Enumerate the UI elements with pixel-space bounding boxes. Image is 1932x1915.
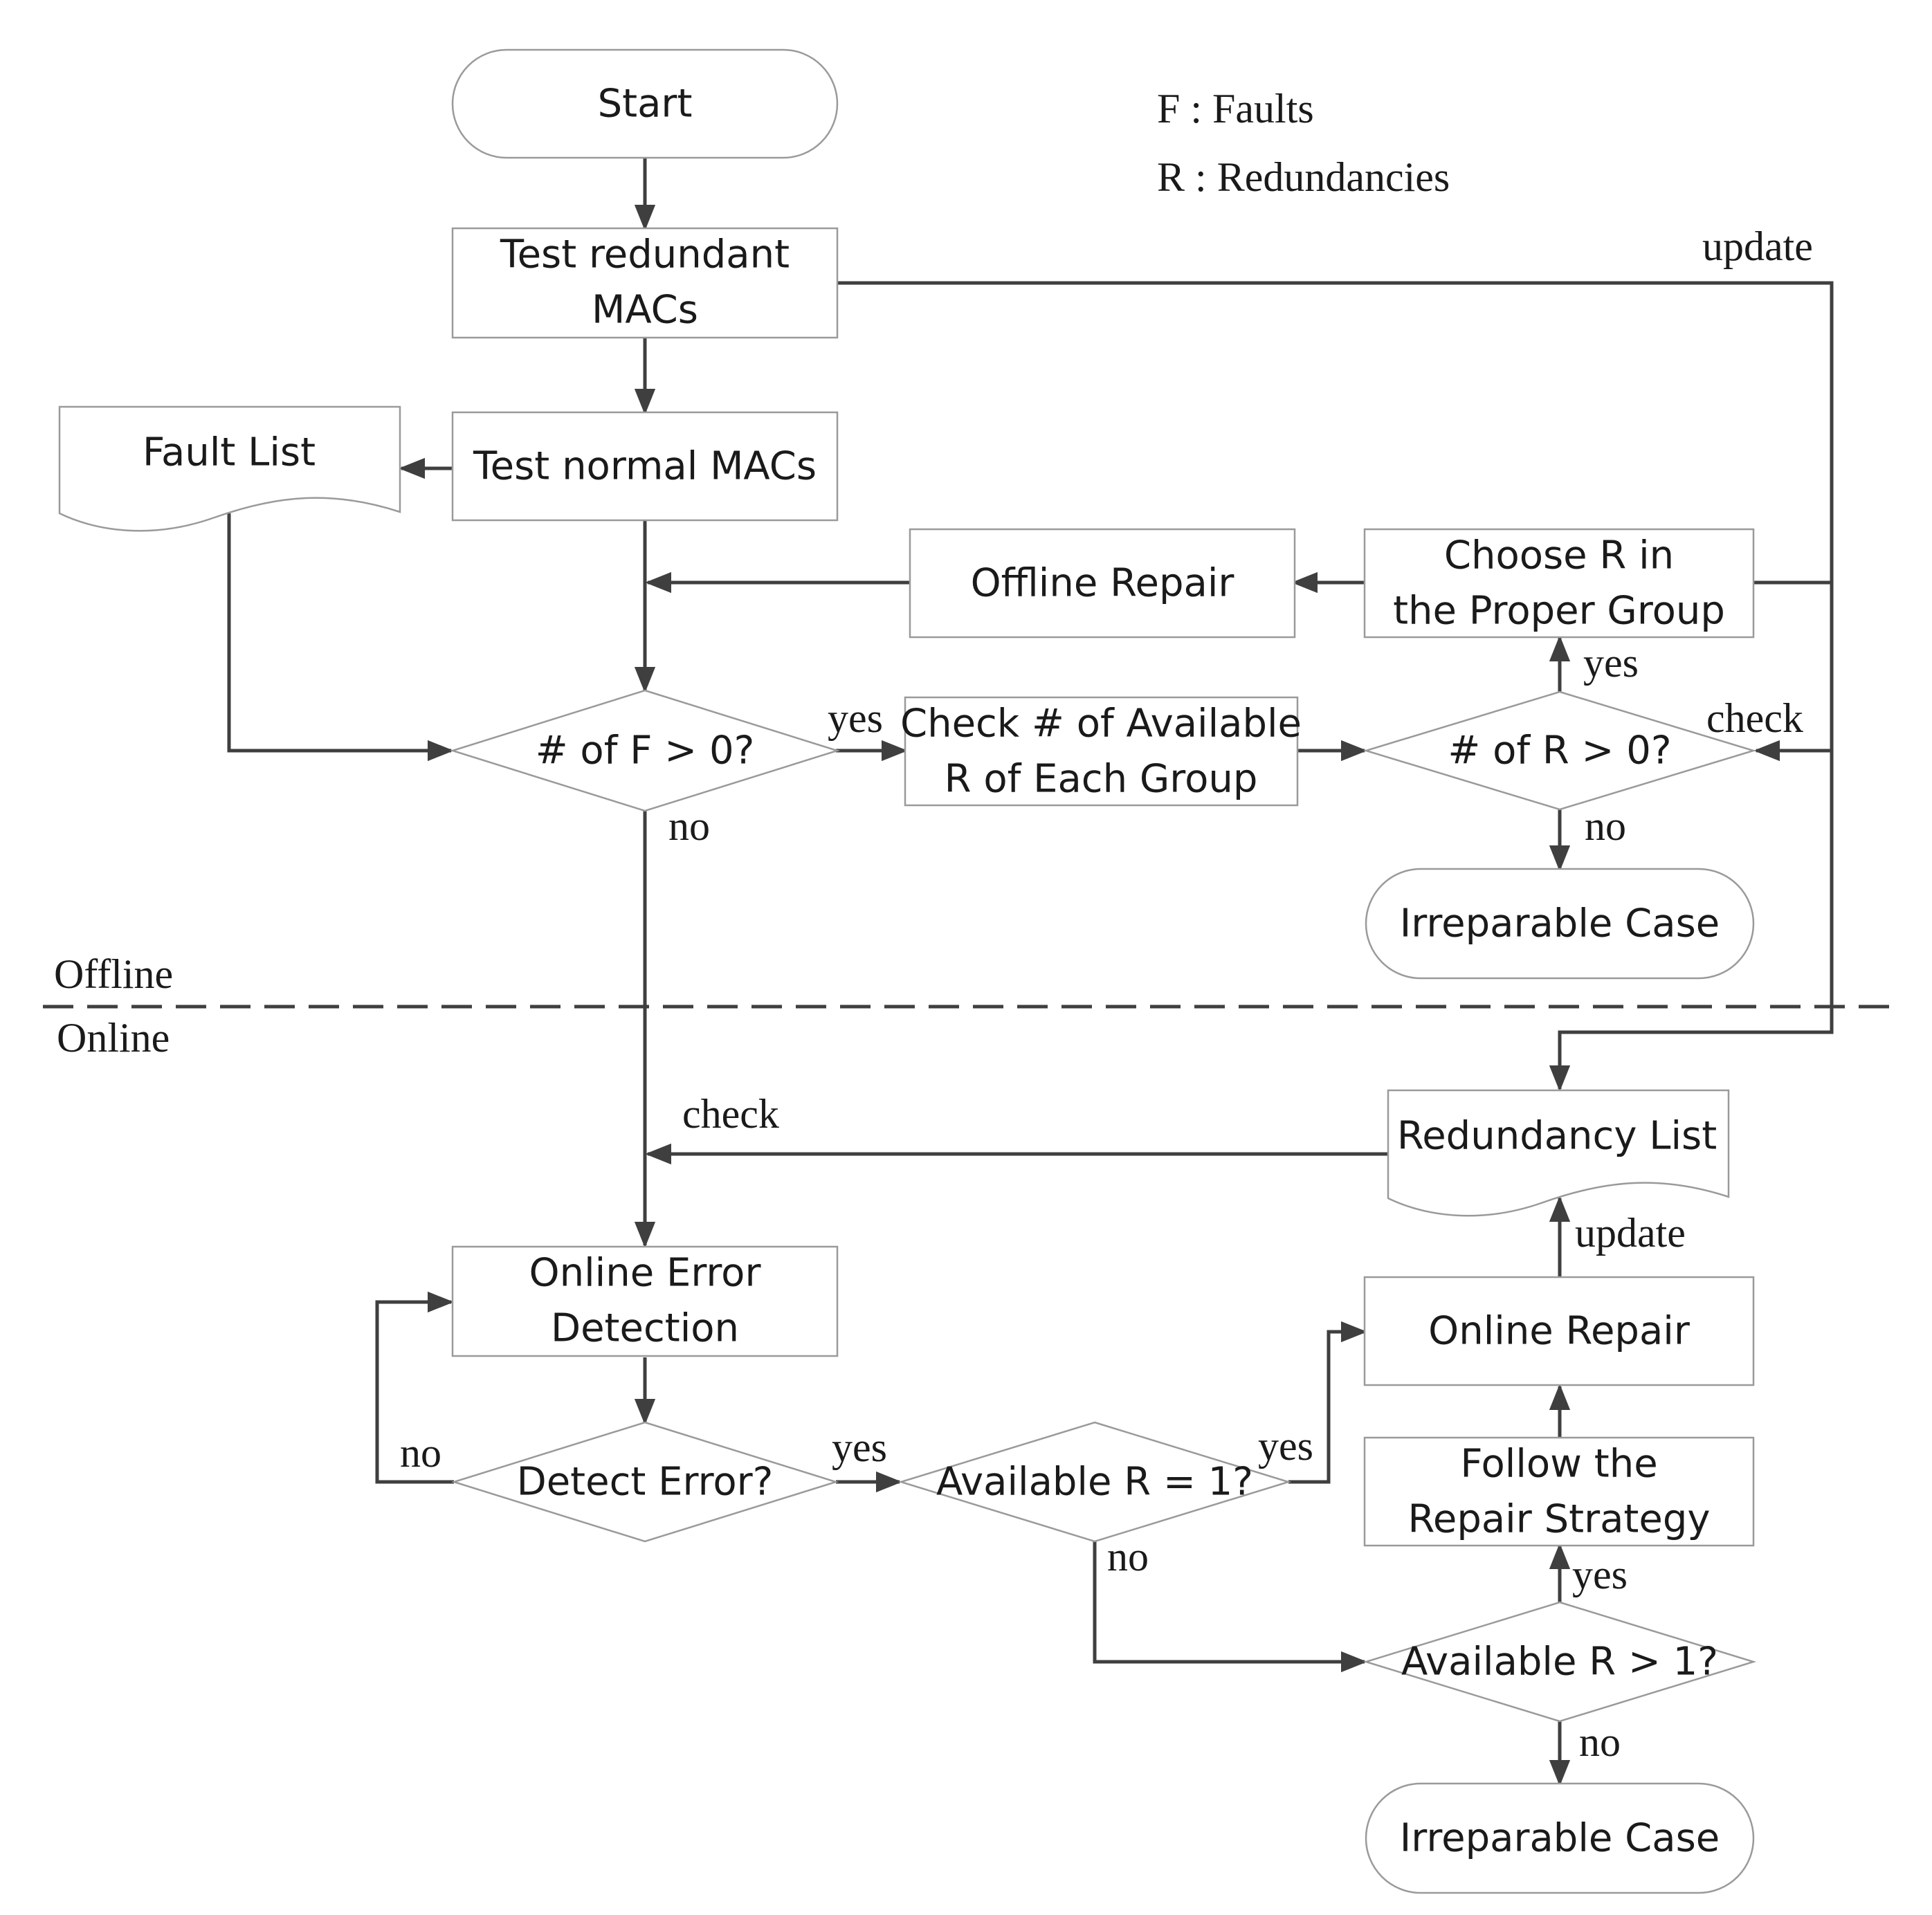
- check-available-process: Check # of Available R of Each Group: [900, 696, 1302, 807]
- edge-label-no-avail-eq-1: no: [1107, 1534, 1149, 1579]
- choose-r-line2: the Proper Group: [1393, 589, 1725, 634]
- edge-label-no-f: no: [668, 803, 710, 849]
- follow-line2: Repair Strategy: [1407, 1497, 1710, 1542]
- legend-redundancies: R : Redundancies: [1157, 154, 1450, 200]
- test-redundant-line2: MACs: [592, 288, 698, 333]
- fault-list-label: Fault List: [143, 430, 316, 475]
- test-redundant-line1: Test redundant: [500, 232, 790, 277]
- offline-repair-label: Offline Repair: [971, 561, 1235, 606]
- edge-label-no-r: no: [1585, 803, 1626, 849]
- connectors: [227, 158, 1834, 1786]
- follow-line1: Follow the: [1460, 1442, 1657, 1487]
- redundancies-decision-label: # of R > 0?: [1448, 729, 1671, 773]
- online-error-line1: Online Error: [529, 1251, 762, 1296]
- check-available-line1: Check # of Available: [900, 702, 1302, 746]
- edge-label-check-right: check: [1706, 695, 1803, 741]
- edge-label-check-redundancy: check: [682, 1091, 779, 1137]
- detect-error-decision: Detect Error?: [450, 1421, 839, 1543]
- arrow-detect-error-no-loop: [375, 1291, 454, 1484]
- fault-list-document: Fault List: [58, 405, 401, 532]
- available-r-equals-one-label: Available R = 1?: [936, 1460, 1253, 1505]
- redundancy-list-label: Redundancy List: [1397, 1114, 1717, 1159]
- edge-label-yes-avail-gt-1: yes: [1572, 1552, 1628, 1597]
- legend-faults: F : Faults: [1157, 86, 1314, 131]
- test-redundant-macs-process: Test redundant MACs: [451, 227, 839, 339]
- irreparable-offline-label: Irreparable Case: [1400, 901, 1720, 946]
- online-error-detection-process: Online Error Detection: [451, 1245, 839, 1357]
- irreparable-online-terminal: Irreparable Case: [1365, 1782, 1755, 1894]
- edge-label-update-redundancy: update: [1575, 1210, 1686, 1256]
- test-normal-macs-process: Test normal MACs: [451, 411, 839, 522]
- redundancies-decision: # of R > 0?: [1363, 690, 1757, 811]
- offline-section-label: Offline: [54, 951, 173, 997]
- edge-label-no-avail-gt-1: no: [1579, 1719, 1621, 1765]
- edge-label-yes-r: yes: [1583, 640, 1639, 686]
- edge-label-yes-f: yes: [828, 695, 883, 741]
- start-terminal: Start: [451, 48, 839, 159]
- edge-label-yes-avail-eq-1: yes: [1258, 1423, 1313, 1469]
- choose-r-line1: Choose R in: [1444, 533, 1674, 578]
- faults-decision-label: # of F > 0?: [536, 729, 755, 773]
- irreparable-offline-terminal: Irreparable Case: [1365, 868, 1755, 980]
- online-repair-label: Online Repair: [1428, 1309, 1690, 1354]
- edge-label-update-top: update: [1702, 223, 1813, 269]
- irreparable-online-label: Irreparable Case: [1400, 1816, 1720, 1861]
- arrow-fault-list-to-f-decision: [227, 513, 454, 762]
- choose-r-process: Choose R in the Proper Group: [1363, 528, 1755, 639]
- online-repair-process: Online Repair: [1363, 1276, 1755, 1386]
- edge-label-no-detect: no: [400, 1430, 441, 1476]
- start-label: Start: [598, 82, 693, 127]
- edge-label-yes-detect: yes: [832, 1424, 887, 1470]
- arrow-available-eq-1-no: [1093, 1541, 1367, 1673]
- available-r-greater-one-label: Available R > 1?: [1401, 1640, 1718, 1685]
- available-r-equals-one-decision: Available R = 1?: [897, 1421, 1292, 1543]
- available-r-greater-one-decision: Available R > 1?: [1363, 1601, 1757, 1723]
- test-normal-label: Test normal MACs: [473, 444, 817, 489]
- detect-error-label: Detect Error?: [517, 1460, 774, 1505]
- redundancy-list-document: Redundancy List: [1387, 1089, 1730, 1217]
- check-available-line2: R of Each Group: [945, 757, 1258, 802]
- online-error-line2: Detection: [551, 1306, 739, 1351]
- follow-repair-strategy-process: Follow the Repair Strategy: [1363, 1436, 1755, 1547]
- online-section-label: Online: [57, 1015, 170, 1061]
- faults-decision: # of F > 0?: [449, 689, 841, 812]
- arrow-available-eq-1-yes: [1288, 1321, 1367, 1484]
- update-line-from-test-redundant: [837, 281, 1834, 1092]
- offline-repair-process: Offline Repair: [909, 528, 1296, 639]
